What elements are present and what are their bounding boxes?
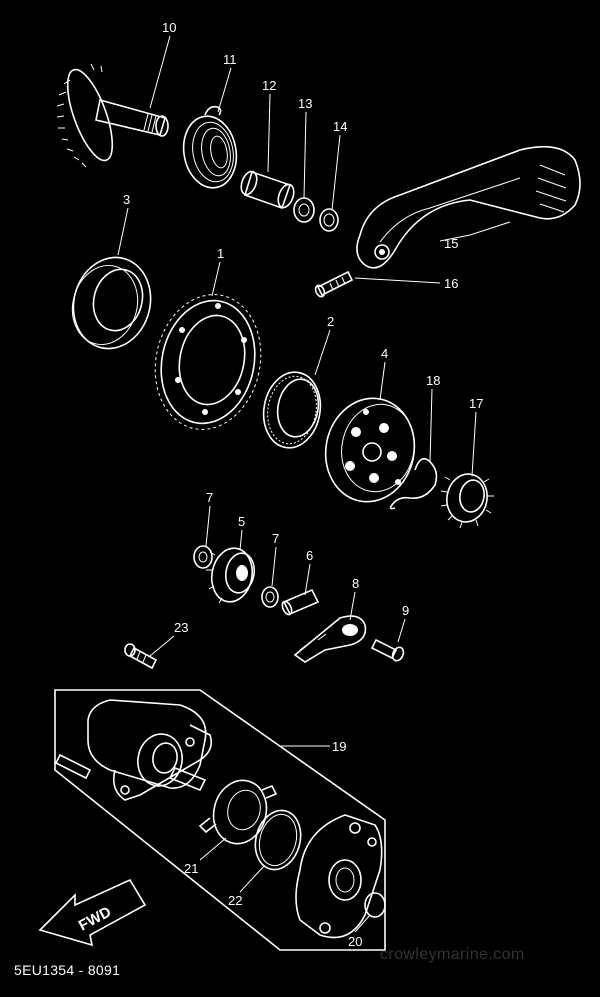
- part-9-bolt: [370, 638, 405, 662]
- callout-21: 21: [184, 861, 198, 876]
- callout-7-lower: 7: [272, 531, 279, 546]
- callout-2: 2: [327, 314, 334, 329]
- callout-12: 12: [262, 78, 276, 93]
- callout-5: 5: [238, 514, 245, 529]
- part-7-washer-lower: [261, 586, 279, 608]
- part-16-bolt: [314, 270, 354, 298]
- callout-4: 4: [381, 346, 388, 361]
- part-3-oil-seal: [71, 256, 152, 350]
- part-1-starter-ring-gear: [154, 294, 262, 430]
- part-17-pinion-gear: [440, 473, 494, 529]
- part-2-one-way-clutch: [262, 371, 322, 449]
- part-14-clip: [319, 208, 339, 232]
- part-12-sleeve: [240, 170, 295, 210]
- part-18-circlip: [389, 457, 438, 510]
- callout-10: 10: [162, 20, 176, 35]
- callout-13: 13: [298, 96, 312, 111]
- callout-14: 14: [333, 119, 347, 134]
- drawing-code: 5EU1354 - 8091: [14, 962, 121, 978]
- callout-9: 9: [402, 603, 409, 618]
- part-21-brush-holder: [198, 779, 278, 845]
- part-4-clutch-housing: [324, 397, 416, 503]
- fwd-label: FWD: [76, 903, 114, 934]
- callout-11: 11: [223, 52, 237, 67]
- callout-19: 19: [332, 739, 346, 754]
- starter-end-cover: [295, 814, 383, 939]
- callout-3: 3: [123, 192, 130, 207]
- leader-lines: [117, 35, 511, 933]
- part-13-washer: [293, 197, 315, 223]
- part-11-torsion-spring: [182, 105, 238, 189]
- part-5-idler-gear: [206, 547, 256, 604]
- callout-1: 1: [217, 246, 224, 261]
- callout-17: 17: [469, 396, 483, 411]
- part-8-bracket-plate: [293, 615, 367, 663]
- callout-7-upper: 7: [206, 490, 213, 505]
- callout-labels: 10 11 12 13 14 3 1 15 16 2 4 18 17 7 5 7…: [76, 20, 484, 949]
- watermark: crowleymarine.com: [380, 946, 525, 963]
- part-22-o-ring: [254, 809, 302, 871]
- part-19-starter-motor-assembly: [54, 689, 386, 951]
- part-7-washer-upper: [193, 545, 213, 569]
- callout-15: 15: [444, 236, 458, 251]
- part-6-idler-shaft: [281, 588, 320, 616]
- callout-23: 23: [174, 620, 188, 635]
- part-10-kick-gear-shaft: [56, 63, 169, 168]
- callout-18: 18: [426, 373, 440, 388]
- part-20-o-ring: [364, 892, 386, 918]
- part-23-bolt: [124, 643, 158, 670]
- part-15-kick-crank: [356, 145, 581, 269]
- callout-16: 16: [444, 276, 458, 291]
- callout-8: 8: [352, 576, 359, 591]
- callout-20: 20: [348, 934, 362, 949]
- callout-6: 6: [306, 548, 313, 563]
- fwd-arrow-icon: [38, 878, 147, 947]
- callout-22: 22: [228, 893, 242, 908]
